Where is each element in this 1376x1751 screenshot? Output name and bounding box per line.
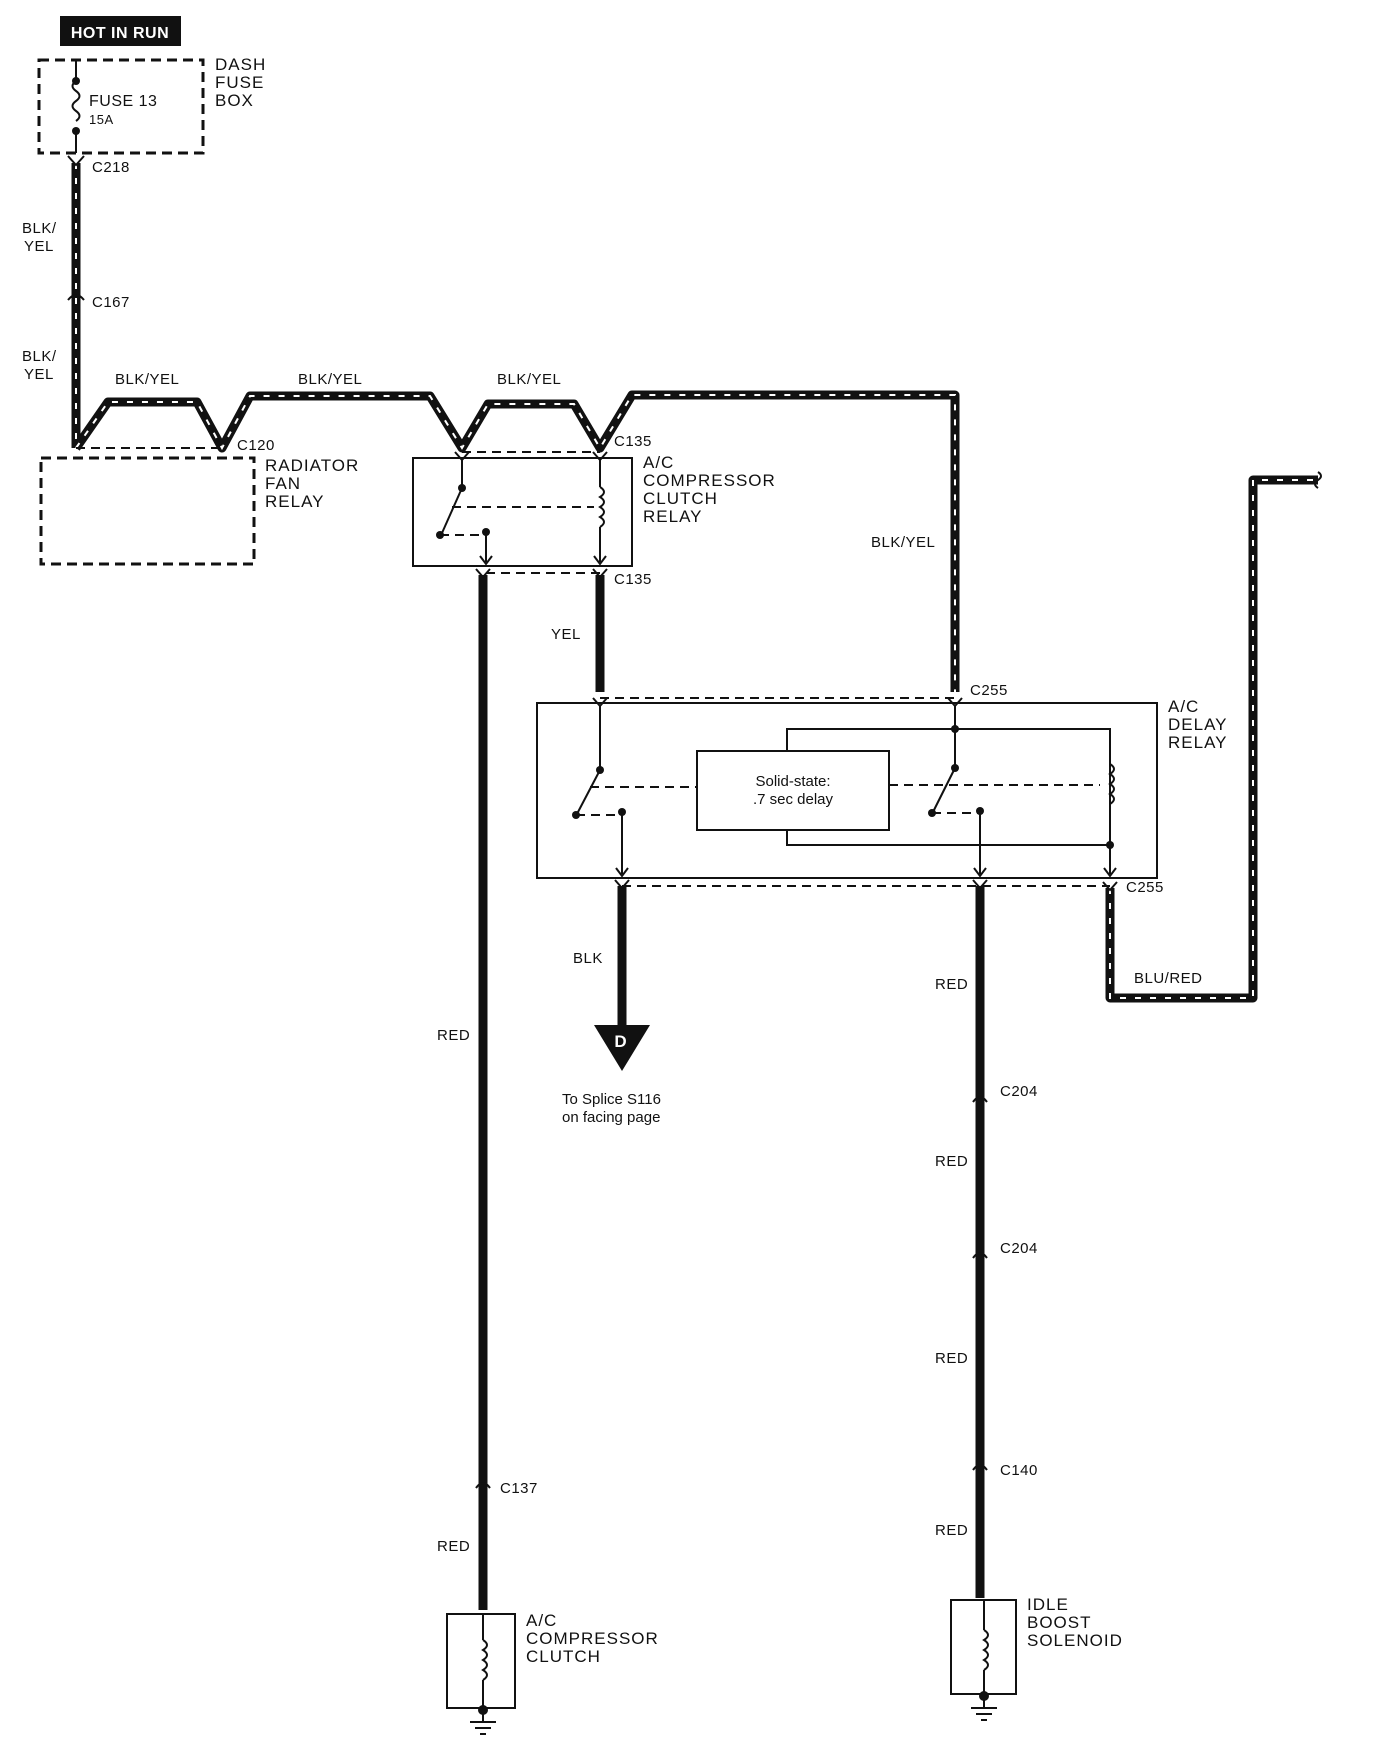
wire-label-red-3: RED [935,976,968,993]
wire-break-icon [1314,471,1322,489]
compressor-clutch-relay-label-3: CLUTCH [643,489,718,508]
compressor-clutch-relay-label-2: COMPRESSOR [643,471,776,490]
wire-yel: YEL [551,568,608,692]
delay-relay-label-3: RELAY [1168,733,1228,752]
connector-c204-a: C204 [1000,1083,1038,1100]
radiator-fan-relay: RADIATOR FAN RELAY [39,456,359,566]
radiator-fan-relay-label-2: FAN [265,474,301,493]
idle-boost-solenoid: IDLE BOOST SOLENOID [950,1595,1123,1721]
radiator-fan-relay-label-1: RADIATOR [265,456,359,475]
connector-c218-icon [67,155,85,167]
wire-red-clutch: RED RED C137 [437,568,538,1610]
connector-c135-bottom: C135 [614,571,652,588]
compressor-clutch-relay: C135 C135 A/C COMPRESSOR CLUTCH RELAY [412,433,776,588]
idle-boost-label-2: BOOST [1027,1613,1092,1632]
wire-label-red-4: RED [935,1153,968,1170]
fuse-box-label-2: FUSE [215,73,264,92]
delay-relay-label-2: DELAY [1168,715,1228,734]
solenoid-coil-icon [982,1629,989,1671]
delay-switch-right-icon [933,767,956,811]
wire-label-blk: BLK [573,950,603,967]
solid-state-label-2: .7 sec delay [753,791,834,808]
idle-boost-label-1: IDLE [1027,1595,1069,1614]
idle-boost-label-3: SOLENOID [1027,1631,1123,1650]
wire-label-blk-yel-5: BLK/YEL [497,371,561,388]
connector-c167-icon [67,294,85,301]
splice-arrow-icon [594,1025,650,1071]
wire-blu-red: BLU/RED [1102,471,1322,1003]
splice-letter: D [614,1032,627,1051]
wire-label-red-1: RED [437,1027,470,1044]
hot-in-run-label: HOT IN RUN [71,25,169,42]
fuse-name: FUSE 13 [89,93,157,110]
compressor-clutch-label-3: CLUTCH [526,1647,601,1666]
relay-switch-icon [441,487,463,534]
wire-blk-yel-bus: BLK/YEL BLK/YEL BLK/YEL BLK/YEL C120 [72,371,960,692]
wire-label-yel: YEL [551,626,581,643]
wire-blk-yel-vertical: C218 C167 BLK/ YEL BLK/ YEL [22,155,130,448]
wire-red-solenoid: RED RED RED RED C204 C204 C140 [935,879,1038,1598]
clutch-coil-icon [481,1639,488,1681]
connector-c255-top: C255 [970,682,1008,699]
connector-c255-bottom: C255 [1126,879,1164,896]
delay-relay-coil-icon [1108,763,1115,805]
connector-c167: C167 [92,294,130,311]
fuse-rating: 15A [89,112,114,127]
compressor-clutch-label-1: A/C [526,1611,557,1630]
fuse-symbol-icon [71,80,81,122]
connector-c204-a-icon [972,1096,988,1103]
compressor-clutch-relay-label-1: A/C [643,453,674,472]
compressor-clutch-relay-label-4: RELAY [643,507,703,526]
connector-c140: C140 [1000,1462,1038,1479]
relay-coil-icon [598,486,605,528]
connector-c120: C120 [237,437,275,454]
wire-label-blk-yel-2a: BLK/ [22,348,57,365]
wire-label-blk-yel-1b: YEL [24,238,54,255]
radiator-fan-relay-label-3: RELAY [265,492,325,511]
connector-c204-b-icon [972,1252,988,1259]
wire-label-red-5: RED [935,1350,968,1367]
wire-label-blk-yel-6: BLK/YEL [871,534,935,551]
wire-label-red-6: RED [935,1522,968,1539]
connector-c137-icon [475,1482,491,1489]
delay-relay: C255 A/C DELAY RELAY Solid-state: .7 sec… [536,682,1228,896]
fuse-box-label-1: DASH [215,55,266,74]
connector-c135-top: C135 [614,433,652,450]
connector-c137: C137 [500,1480,538,1497]
wire-label-blk-yel-4: BLK/YEL [298,371,362,388]
wire-label-red-2: RED [437,1538,470,1555]
compressor-clutch-label-2: COMPRESSOR [526,1629,659,1648]
connector-c204-b: C204 [1000,1240,1038,1257]
hot-in-run-badge: HOT IN RUN [60,16,181,46]
wire-blk: BLK D To Splice S116 on facing page [562,879,661,1126]
wire-label-blk-yel-2b: YEL [24,366,54,383]
solid-state-module [696,750,890,831]
wire-label-blk-yel-3: BLK/YEL [115,371,179,388]
splice-ref-line-1: To Splice S116 [562,1091,661,1108]
dash-fuse-box: FUSE 13 15A DASH FUSE BOX [37,55,266,155]
solid-state-label-1: Solid-state: [755,773,830,790]
wire-label-blu-red: BLU/RED [1134,970,1203,987]
splice-ref-line-2: on facing page [562,1109,660,1126]
connector-c140-icon [972,1464,988,1471]
delay-relay-label-1: A/C [1168,697,1199,716]
connector-c218: C218 [92,159,130,176]
wire-label-blk-yel-1a: BLK/ [22,220,57,237]
compressor-clutch: A/C COMPRESSOR CLUTCH [446,1611,659,1735]
delay-switch-left-icon [577,769,601,813]
fuse-box-label-3: BOX [215,91,254,110]
